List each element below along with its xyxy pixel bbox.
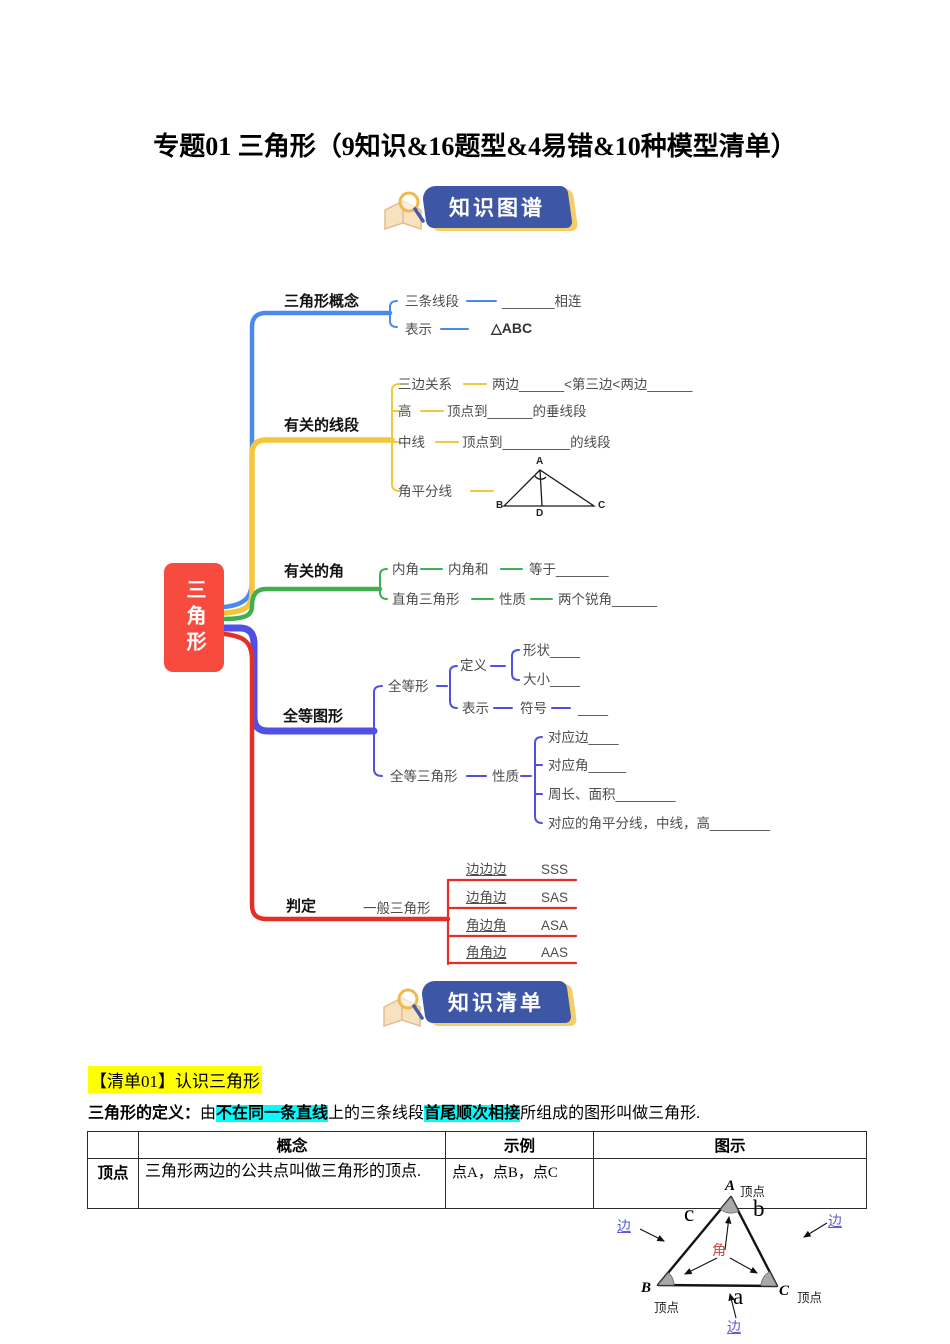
figure-side-b: b — [753, 1196, 765, 1221]
node-congruent-triangle: 全等三角形 — [390, 769, 458, 784]
angle-arrow-right — [729, 1257, 758, 1274]
node-side-relation: 三边关系 — [398, 377, 452, 392]
mindmap-root-node: 三角形 — [164, 563, 224, 672]
figure-side-a: a — [733, 1284, 744, 1309]
figure-edge-label-left: 边 — [617, 1218, 631, 1234]
bisector-triangle-label-d: D — [536, 508, 544, 519]
section-heading: 【清单01】认识三角形 — [88, 1066, 262, 1093]
node-corresponding-angles: 对应角_____ — [548, 758, 627, 773]
node-symbol: 符号 — [520, 701, 547, 716]
judge-row-aas-cn: 角角边 — [466, 945, 507, 960]
root-label: 三角形 — [183, 578, 205, 657]
node-definition: 定义 — [460, 658, 487, 673]
node-height: 高 — [398, 404, 412, 419]
node-median: 中线 — [398, 435, 425, 450]
cell-example: 点A，点B，点C — [445, 1158, 594, 1209]
branch-judge-label: 判定 — [286, 898, 317, 915]
branch-line-concept — [221, 310, 393, 610]
judge-row-sss-en: SSS — [541, 862, 569, 877]
judge-row-sas-cn: 边角边 — [466, 890, 507, 905]
node-right-triangle: 直角三角形 — [392, 592, 460, 607]
judge-row-sss-cn: 边边边 — [466, 862, 507, 877]
branch-angles-label: 有关的角 — [284, 563, 345, 580]
edge-arrow-right — [803, 1222, 828, 1238]
figure-side-c: c — [684, 1201, 695, 1226]
definition-highlight1: 不在同一条直线 — [216, 1105, 329, 1122]
branch-line-segments — [221, 437, 395, 616]
judge-row-asa-en: ASA — [541, 918, 569, 933]
figure-vertex-a-label: 顶点 — [740, 1185, 766, 1199]
node-three-segments: 三条线段 — [405, 294, 459, 309]
judge-row-sas-en: SAS — [541, 890, 569, 905]
node-three-segments-value: _______相连 — [502, 294, 582, 309]
definition-part3: 所组成的图形叫做三角形. — [520, 1105, 701, 1122]
node-represent: 表示 — [405, 322, 432, 337]
branch-segments-label: 有关的线段 — [284, 417, 360, 434]
book-magnifier-icon — [384, 191, 425, 231]
node-property: 性质 — [492, 769, 519, 784]
node-angle-sum: 内角和 — [448, 562, 489, 577]
branch-congruent-label: 全等图形 — [283, 708, 344, 725]
node-bisector: 角平分线 — [398, 484, 452, 499]
page-title: 专题01 三角形（9知识&16题型&4易错&10种模型清单） — [153, 132, 797, 161]
figure-vertex-c: C — [779, 1283, 790, 1299]
header-term — [87, 1131, 139, 1159]
node-symbol-value: ____ — [578, 701, 609, 716]
node-notation: 表示 — [462, 701, 489, 716]
node-height-value: 顶点到______的垂线段 — [447, 404, 587, 419]
node-right-triangle-value: 两个锐角______ — [558, 592, 658, 607]
figure-edge-label-bottom: 边 — [727, 1319, 741, 1335]
figure-vertex-a: A — [725, 1178, 736, 1194]
branch-concept-label: 三角形概念 — [284, 293, 360, 310]
node-side-relation-value: 两边______<第三边<两边______ — [492, 377, 693, 392]
figure-edge-label-right: 边 — [828, 1213, 842, 1229]
node-median-value: 顶点到_________的线段 — [462, 435, 611, 450]
angle-arrow-left — [684, 1257, 718, 1275]
definition-part1: 由 — [200, 1105, 217, 1122]
branch-line-angles — [221, 586, 383, 622]
figure-vertex-b: B — [641, 1280, 652, 1296]
branch-line-judge — [221, 631, 451, 922]
edge-arrow-left — [639, 1228, 665, 1242]
judge-row-asa-cn: 角边角 — [466, 918, 507, 933]
node-abc-value: △ABC — [491, 320, 533, 336]
node-size-value: 大小____ — [523, 672, 581, 687]
figure-angle-label: 角 — [712, 1242, 726, 1258]
node-general-triangle: 一般三角形 — [363, 901, 431, 916]
definition-highlight2: 首尾顺次相接 — [424, 1105, 521, 1122]
node-congruent-shape: 全等形 — [388, 679, 429, 694]
judge-row-aas-en: AAS — [541, 945, 569, 960]
node-corresponding-sides: 对应边____ — [548, 730, 619, 745]
node-right-triangle-property: 性质 — [499, 592, 526, 607]
node-perimeter-area: 周长、面积________ — [548, 787, 676, 802]
figure-vertex-c-label: 顶点 — [797, 1291, 823, 1305]
node-interior-angle: 内角 — [392, 562, 419, 577]
edge-arrow-bottom — [728, 1292, 737, 1319]
bisector-triangle-label-a: A — [536, 456, 544, 467]
cell-concept: 三角形两边的公共点叫做三角形的顶点. — [138, 1158, 446, 1209]
triangle-figure — [639, 1195, 828, 1319]
bisector-triangle-label-b: B — [496, 500, 504, 511]
angle-arrow-top — [724, 1215, 732, 1251]
figure-vertex-b-label: 顶点 — [654, 1301, 680, 1315]
bisector-triangle-label-c: C — [598, 500, 606, 511]
node-angle-sum-value: 等于_______ — [529, 562, 609, 577]
header-example: 示例 — [445, 1131, 594, 1159]
node-corresponding-lines: 对应的角平分线，中线，高________ — [548, 816, 771, 831]
book-magnifier-icon — [383, 988, 424, 1028]
definition-part2: 上的三条线段 — [328, 1105, 425, 1122]
concept-table: 概念 示例 图示 顶点 三角形两边的公共点叫做三角形的顶点. 点A，点B，点C — [87, 1131, 867, 1209]
triangle-definition: 三角形的定义：由不在同一条直线上的三条线段首尾顺次相接所组成的图形叫做三角形. — [88, 1099, 700, 1123]
node-shape-value: 形状____ — [523, 643, 581, 658]
table-row: 顶点 三角形两边的公共点叫做三角形的顶点. 点A，点B，点C — [87, 1158, 867, 1209]
cell-term: 顶点 — [87, 1158, 139, 1209]
definition-prefix: 三角形的定义： — [88, 1105, 201, 1122]
